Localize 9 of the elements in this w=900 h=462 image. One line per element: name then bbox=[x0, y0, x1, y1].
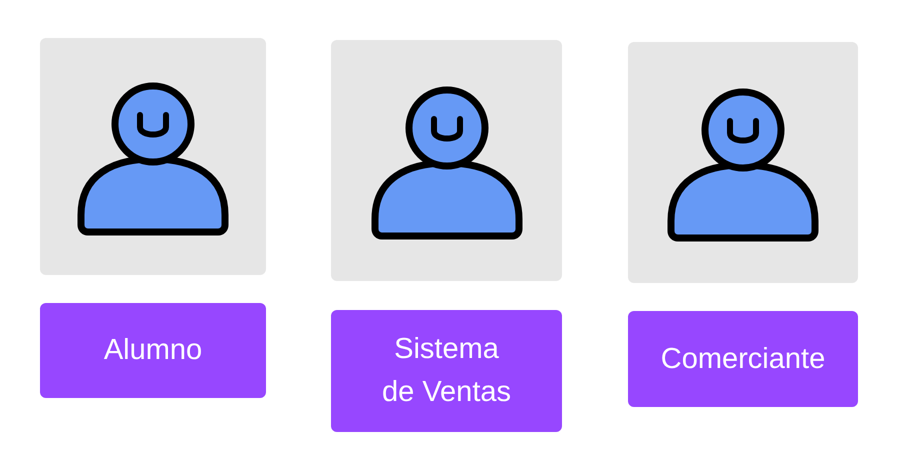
node-label: Alumno bbox=[104, 333, 202, 368]
node-label: Sistema de Ventas bbox=[381, 332, 512, 410]
label-box bbox=[40, 303, 266, 398]
avatar-tile bbox=[628, 42, 858, 283]
node-label: Comerciante bbox=[660, 342, 826, 376]
label-box bbox=[628, 311, 858, 407]
label-box bbox=[331, 310, 562, 432]
avatar-tile bbox=[331, 40, 562, 281]
avatar-tile bbox=[40, 38, 266, 275]
